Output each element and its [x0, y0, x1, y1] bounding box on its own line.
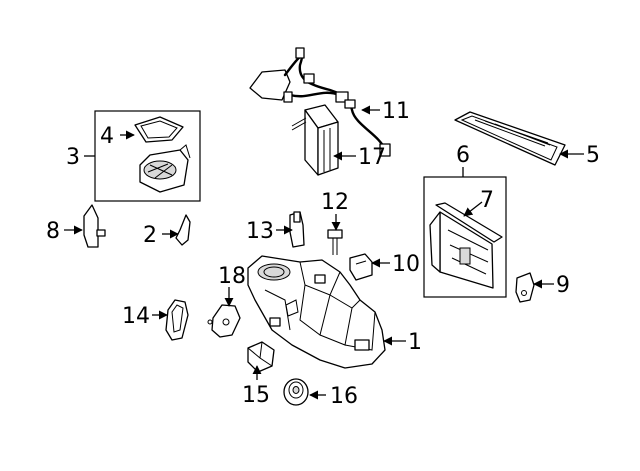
- part-8-bracket: [83, 204, 106, 248]
- part-18-motor: [207, 304, 241, 338]
- leader-lines: [64, 105, 584, 400]
- callout-2: 2: [143, 223, 157, 248]
- part-1-hvac-case: [247, 255, 386, 369]
- callout-15: 15: [242, 383, 270, 408]
- part-5-cabin-filter: [454, 111, 566, 166]
- callout-3: 3: [66, 145, 80, 170]
- callout-11: 11: [382, 99, 410, 124]
- callout-1: 1: [408, 330, 422, 355]
- callout-13: 13: [246, 219, 274, 244]
- callout-14: 14: [122, 304, 150, 329]
- callout-6: 6: [456, 143, 470, 168]
- part-9-sensor: [515, 272, 535, 303]
- callout-7: 7: [480, 188, 494, 213]
- part-17-heater-core: [291, 104, 339, 176]
- callout-5: 5: [586, 143, 600, 168]
- part-15-module: [247, 341, 275, 373]
- callout-17: 17: [358, 145, 386, 170]
- group-6-frame: [423, 176, 507, 298]
- callout-9: 9: [556, 273, 570, 298]
- callout-10: 10: [392, 252, 420, 277]
- part-7-actuator-door: [429, 202, 503, 289]
- part-4-gasket: [134, 116, 184, 143]
- part-10-resistor: [349, 253, 373, 281]
- part-16-motor: [283, 378, 309, 406]
- part-2-clip: [175, 214, 191, 246]
- callout-16: 16: [330, 384, 358, 409]
- callout-4: 4: [100, 124, 114, 149]
- part-14-seal: [165, 299, 189, 341]
- callout-8: 8: [46, 219, 60, 244]
- part-13-actuator: [289, 211, 305, 248]
- callout-12: 12: [321, 190, 349, 215]
- callout-18: 18: [218, 264, 246, 289]
- part-11-wiring-harness: [249, 47, 391, 157]
- part-3-blower-assembly: [139, 144, 191, 193]
- callout-labels: 1 2 3 4 5 6 7 8 9 10 11 12 13 14 15 16 1…: [46, 99, 600, 409]
- part-12-sensor-pin: [327, 229, 343, 255]
